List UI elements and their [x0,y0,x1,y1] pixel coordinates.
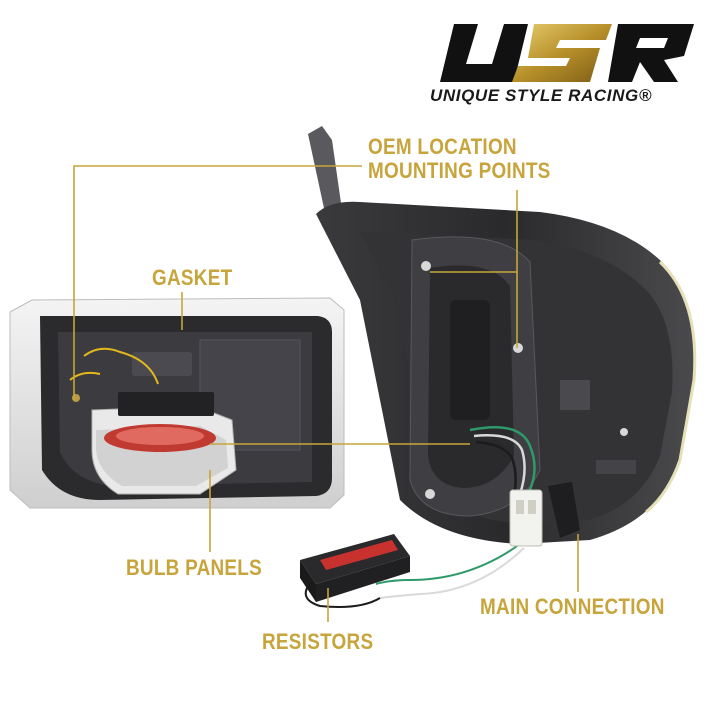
callout-oem-line1: OEM LOCATION [368,134,517,159]
inner-tail-light [9,297,345,509]
callout-main-connection-text: MAIN CONNECTION [480,594,665,619]
main-connector [509,482,580,547]
callout-oem-mounting-points: OEM LOCATION MOUNTING POINTS [368,135,551,183]
wiring-harness [304,426,536,608]
callout-bulb-panels-text: BULB PANELS [126,555,262,580]
callout-oem-line2: MOUNTING POINTS [368,158,551,183]
callout-resistors: RESISTORS [262,630,373,654]
brand-logo-mark [440,24,694,82]
outer-tail-light [308,126,697,544]
callout-bulb-panels: BULB PANELS [126,556,262,580]
callout-leader-lines [73,165,579,622]
callout-gasket-text: GASKET [152,265,233,290]
registered-mark: ® [638,86,652,105]
callout-gasket: GASKET [152,266,232,290]
mounting-points [421,261,628,499]
brand-name: UNIQUE STYLE RACING® [430,86,702,106]
callout-resistors-text: RESISTORS [262,629,374,654]
resistor-block [300,534,410,602]
brand-name-text: UNIQUE STYLE RACING [430,86,639,105]
callout-main-connection: MAIN CONNECTION [480,595,665,619]
